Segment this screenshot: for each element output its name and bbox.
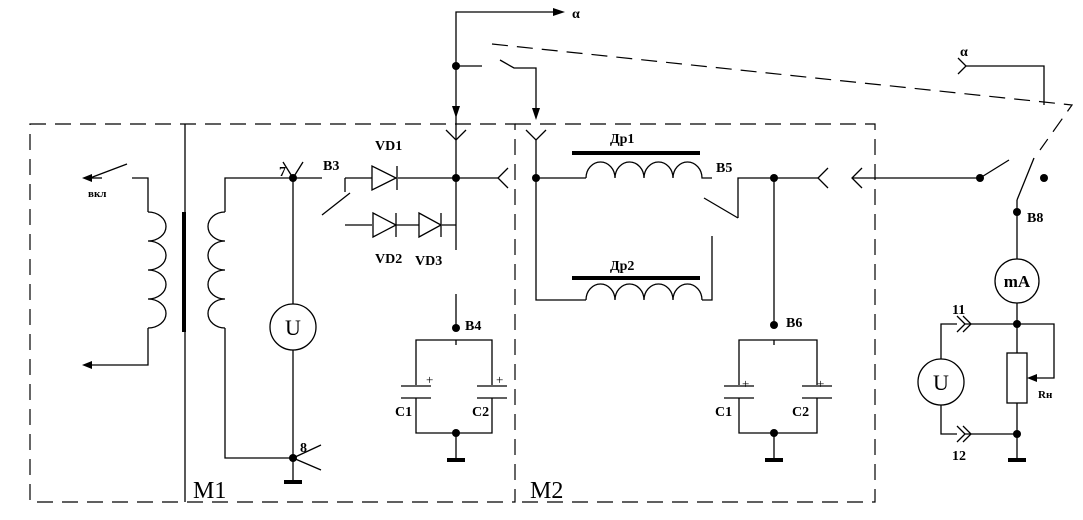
alpha-right-label: α	[960, 45, 968, 60]
alpha-down-arrow-m2	[532, 108, 540, 120]
cap-c1-right-label: C1	[715, 405, 732, 420]
primary-wiring	[90, 177, 149, 366]
module-frames: M1 M2	[29, 123, 876, 504]
voltmeter-right	[917, 358, 965, 406]
m2-out-connector	[817, 167, 829, 189]
m1-filter: B4 + + C1 C2	[395, 294, 507, 462]
diode-vd2-label: VD2	[375, 252, 402, 267]
cap-c2-left-label: C2	[472, 405, 489, 420]
diode-vd3-label: VD3	[415, 254, 442, 269]
switch-b8-left	[979, 159, 1010, 179]
load-section: B8 α mA Rн 11 12 U	[851, 45, 1055, 464]
module-m2-frame	[515, 123, 876, 503]
switch-b5-lever	[703, 197, 739, 219]
switch-b3-label: B3	[323, 159, 339, 174]
switch-b8-label: B8	[1027, 211, 1043, 226]
mains-arrow-top	[82, 174, 92, 182]
secondary-wiring	[224, 177, 293, 459]
m2-input-wire	[535, 140, 586, 301]
voltmeter-right-wires	[940, 323, 957, 435]
node-b6	[770, 321, 778, 329]
mechanical-linkage	[491, 43, 1074, 151]
m1-output-bus	[445, 129, 509, 250]
module-m1-label: M1	[193, 478, 226, 504]
alpha-top-wire	[455, 11, 556, 140]
switch-on-label: вкл	[88, 188, 106, 200]
diode-vd1	[371, 164, 398, 192]
module-m2-label: M2	[530, 478, 563, 504]
switch-b4-label: B4	[465, 319, 481, 334]
load-resistor	[1006, 352, 1028, 404]
cap-c1-left-plus: +	[426, 372, 433, 387]
alpha-right-connector	[957, 57, 967, 75]
m2-input-connector	[525, 129, 547, 141]
switch-b5-contact	[737, 177, 774, 218]
alpha-top-arrow	[553, 8, 565, 16]
voltmeter-left-label: U	[285, 315, 301, 340]
mains-arrow-bottom	[82, 361, 92, 369]
diode-vd1-label: VD1	[375, 139, 402, 154]
m2-filter: B6 + + C1 C2	[715, 167, 832, 462]
terminal-8-label: 8	[300, 441, 307, 456]
node-b8-contact	[1040, 174, 1048, 182]
resistor-wiper-wire	[1017, 323, 1055, 379]
load-resistor-label: Rн	[1038, 389, 1053, 401]
m1-out-connector	[497, 167, 509, 189]
transformer: вкл	[82, 163, 293, 459]
cap-c1-left-label: C1	[395, 405, 412, 420]
terminals-7-8: 7 8 U	[269, 161, 322, 484]
cap-c2-right-label: C2	[792, 405, 809, 420]
voltmeter-left	[269, 303, 317, 351]
milliammeter-label: mA	[1004, 272, 1031, 291]
node-m1-cap-ground	[452, 429, 460, 437]
module-m1-frame	[29, 123, 516, 503]
switch-b3-lever	[321, 192, 351, 216]
cap-c2-left-plus: +	[496, 372, 503, 387]
terminal-11-connector	[956, 315, 972, 333]
terminal-12-connector	[956, 425, 972, 443]
node-m2-cap-ground	[770, 429, 778, 437]
b6-contacts	[738, 339, 818, 385]
terminal-7-connector	[282, 161, 304, 179]
terminal-8-connector	[292, 444, 322, 471]
voltmeter-right-label: U	[933, 370, 949, 395]
alpha-top-label: α	[572, 7, 580, 22]
primary-coil	[147, 211, 167, 329]
alpha-right-wire	[966, 65, 1045, 105]
node-b4	[452, 324, 460, 332]
diode-vd2	[372, 211, 398, 239]
m2-chokes: Др1 B5 Др2	[525, 129, 774, 301]
choke2-return	[702, 236, 713, 301]
secondary-coil	[207, 211, 226, 329]
mains-switch-blade	[89, 163, 128, 179]
choke2-label: Др2	[610, 259, 634, 274]
alpha-m2-wire	[499, 59, 537, 112]
b4-contacts	[415, 339, 493, 385]
resistor-wiper-arrow	[1027, 374, 1037, 382]
alpha-down-arrow-m1	[452, 106, 460, 118]
switch-b8-lever	[1016, 157, 1035, 201]
diode-vd3	[418, 211, 443, 239]
choke1-label: Др1	[610, 132, 634, 147]
cap-c1-right-plus: +	[742, 376, 749, 391]
cap-c2-right-plus: +	[817, 376, 824, 391]
terminal-12-label: 12	[952, 449, 966, 464]
terminal-11-label: 11	[952, 303, 965, 318]
choke1-coil	[585, 161, 712, 179]
terminal-7-label: 7	[279, 165, 286, 180]
alpha-control-top: α	[452, 7, 580, 140]
switch-b6-label: B6	[786, 316, 802, 331]
rectifier: B3 VD1 VD2 VD3	[293, 139, 456, 269]
switch-b5-label: B5	[716, 161, 732, 176]
choke2-coil	[585, 283, 703, 301]
